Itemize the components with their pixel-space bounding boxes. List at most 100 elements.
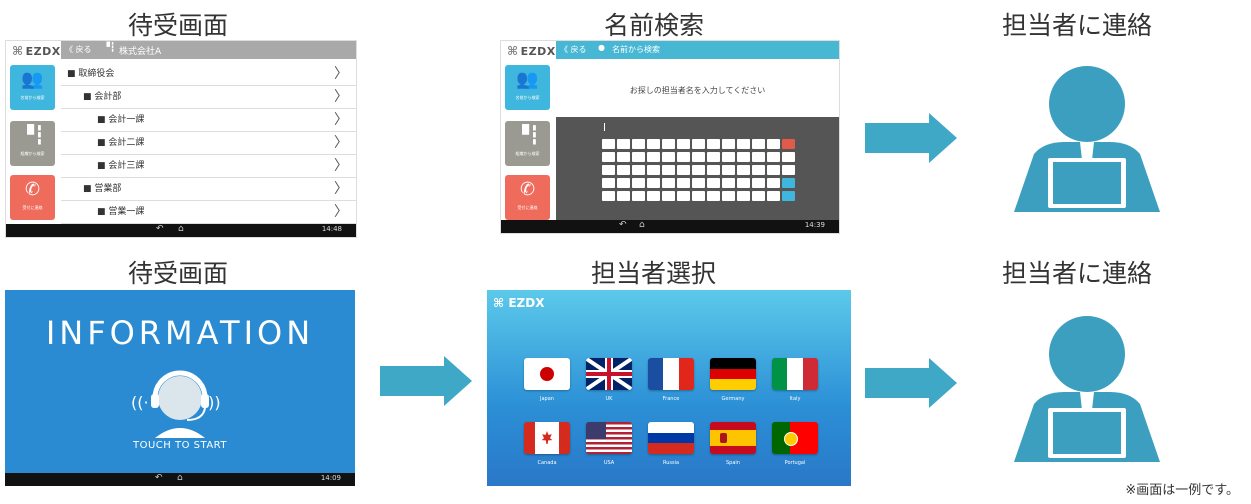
keyboard-key[interactable] <box>677 191 690 201</box>
keyboard-key[interactable] <box>737 191 750 201</box>
org-chart-icon: ▝┇ <box>103 43 116 53</box>
keyboard-key[interactable] <box>662 139 675 149</box>
keyboard-key[interactable] <box>632 152 645 162</box>
keyboard-key[interactable] <box>782 152 795 162</box>
keyboard-key[interactable] <box>722 178 735 188</box>
keyboard-key[interactable] <box>767 152 780 162</box>
search-by-org-button[interactable]: ▝┇ 組織から検索 <box>505 121 550 166</box>
keyboard-key[interactable] <box>617 152 630 162</box>
flag-italy-button[interactable] <box>772 358 818 390</box>
screenshot-information[interactable]: INFORMATION ((· ·)) TOUCH TO START ↶ ⌂ 1… <box>5 290 355 486</box>
keyboard-key[interactable] <box>677 178 690 188</box>
keyboard-key[interactable] <box>617 139 630 149</box>
keyboard-key[interactable] <box>632 139 645 149</box>
home-nav-icon[interactable]: ⌂ <box>639 220 645 230</box>
tree-row-board[interactable]: ■ 取締役会〉 <box>61 63 356 86</box>
flag-spain-button[interactable] <box>710 422 756 454</box>
keyboard-key[interactable] <box>707 152 720 162</box>
keyboard-key[interactable] <box>647 152 660 162</box>
keyboard-key[interactable] <box>722 165 735 175</box>
back-nav-icon[interactable]: ↶ <box>155 473 163 483</box>
keyboard-key[interactable] <box>722 152 735 162</box>
keyboard-key[interactable] <box>752 165 765 175</box>
keyboard-key[interactable] <box>707 165 720 175</box>
keyboard-key[interactable] <box>632 178 645 188</box>
flag-france-button[interactable] <box>648 358 694 390</box>
tree-row-sales[interactable]: ■ 営業部〉 <box>61 178 356 201</box>
keyboard-key[interactable] <box>692 139 705 149</box>
keyboard-key[interactable] <box>602 152 615 162</box>
keyboard-key[interactable] <box>602 178 615 188</box>
keyboard-key[interactable] <box>782 165 795 175</box>
keyboard-key[interactable] <box>677 152 690 162</box>
keyboard-key[interactable] <box>767 139 780 149</box>
keyboard-key[interactable] <box>737 152 750 162</box>
touch-to-start-label[interactable]: TOUCH TO START <box>133 440 227 451</box>
flag-usa-button[interactable] <box>586 422 632 454</box>
keyboard-key[interactable] <box>617 178 630 188</box>
tree-row-accounting-2[interactable]: ■ 会計二課〉 <box>61 132 356 155</box>
on-screen-keyboard[interactable] <box>556 117 839 220</box>
keyboard-key[interactable] <box>722 139 735 149</box>
keyboard-key[interactable] <box>692 152 705 162</box>
call-reception-button[interactable]: ✆ 受付に連絡 <box>505 175 550 220</box>
tree-row-sales-1[interactable]: ■ 営業一課〉 <box>61 201 356 224</box>
flag-russia-button[interactable] <box>648 422 694 454</box>
call-reception-button[interactable]: ✆ 受付に連絡 <box>10 175 55 220</box>
keyboard-key[interactable] <box>632 191 645 201</box>
keyboard-key[interactable] <box>767 191 780 201</box>
flag-germany-button[interactable] <box>710 358 756 390</box>
back-button[interactable]: 《 戻る <box>560 45 587 54</box>
tree-row-accounting-1[interactable]: ■ 会計一課〉 <box>61 109 356 132</box>
keyboard-key[interactable] <box>647 139 660 149</box>
keyboard-key[interactable] <box>737 178 750 188</box>
flag-portugal-button[interactable] <box>772 422 818 454</box>
tree-row-accounting-3[interactable]: ■ 会計三課〉 <box>61 155 356 178</box>
keyboard-key[interactable] <box>782 139 795 149</box>
keyboard-key[interactable] <box>692 165 705 175</box>
keyboard-key[interactable] <box>692 191 705 201</box>
keyboard-key[interactable] <box>602 191 615 201</box>
home-nav-icon[interactable]: ⌂ <box>178 224 184 234</box>
back-nav-icon[interactable]: ↶ <box>619 220 627 230</box>
search-by-name-button[interactable]: 👥 名前から検索 <box>505 65 550 110</box>
keyboard-key[interactable] <box>677 139 690 149</box>
flag-canada-button[interactable] <box>524 422 570 454</box>
flag-japan-button[interactable] <box>524 358 570 390</box>
keyboard-key[interactable] <box>737 165 750 175</box>
back-button[interactable]: 《 戻る <box>65 45 92 54</box>
keyboard-key[interactable] <box>617 165 630 175</box>
tree-row-accounting[interactable]: ■ 会計部〉 <box>61 86 356 109</box>
keyboard-key[interactable] <box>722 191 735 201</box>
keyboard-key[interactable] <box>767 165 780 175</box>
keyboard-key[interactable] <box>752 191 765 201</box>
keyboard-key[interactable] <box>677 165 690 175</box>
keyboard-key[interactable] <box>707 178 720 188</box>
keyboard-key[interactable] <box>662 191 675 201</box>
back-nav-icon[interactable]: ↶ <box>156 224 164 234</box>
keyboard-key[interactable] <box>707 191 720 201</box>
search-by-name-button[interactable]: 👥 名前から検索 <box>10 65 55 110</box>
keyboard-key[interactable] <box>602 139 615 149</box>
home-nav-icon[interactable]: ⌂ <box>177 473 183 483</box>
keyboard-key[interactable] <box>662 178 675 188</box>
keyboard-key[interactable] <box>602 165 615 175</box>
keyboard-key[interactable] <box>752 152 765 162</box>
keyboard-key[interactable] <box>647 178 660 188</box>
search-by-org-button[interactable]: ▝┇ 組織から検索 <box>10 121 55 166</box>
keyboard-key[interactable] <box>617 191 630 201</box>
keyboard-key[interactable] <box>782 178 795 188</box>
keyboard-key[interactable] <box>782 191 795 201</box>
keyboard-key[interactable] <box>647 165 660 175</box>
keyboard-key[interactable] <box>662 165 675 175</box>
keyboard-key[interactable] <box>692 178 705 188</box>
keyboard-key[interactable] <box>707 139 720 149</box>
keyboard-key[interactable] <box>647 191 660 201</box>
flag-uk-button[interactable] <box>586 358 632 390</box>
keyboard-key[interactable] <box>632 165 645 175</box>
keyboard-key[interactable] <box>767 178 780 188</box>
keyboard-key[interactable] <box>737 139 750 149</box>
keyboard-key[interactable] <box>752 178 765 188</box>
keyboard-key[interactable] <box>752 139 765 149</box>
keyboard-key[interactable] <box>662 152 675 162</box>
